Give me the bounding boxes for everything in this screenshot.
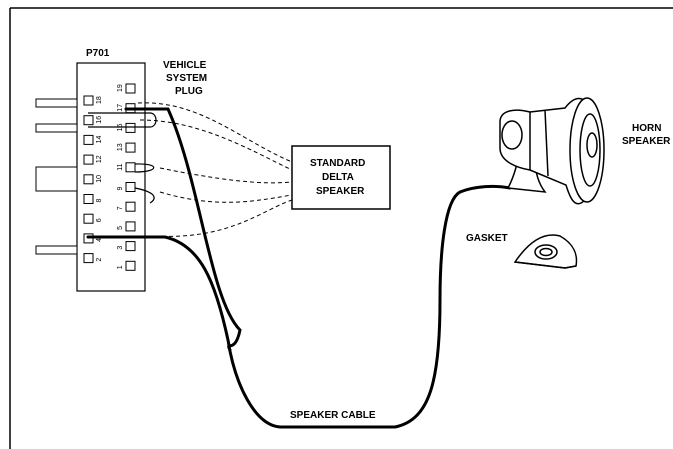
pin-4-label: 4	[96, 238, 103, 242]
svg-text:VEHICLE: VEHICLE	[163, 60, 207, 71]
pin-8-label: 8	[96, 199, 103, 203]
pin-2-label: 2	[96, 258, 103, 262]
connector-title: P701	[86, 48, 110, 59]
pin-11-label: 11	[117, 163, 124, 170]
pin-8-square	[83, 194, 94, 204]
pin-14-label: 14	[96, 136, 103, 144]
pin-10-label: 10	[96, 175, 103, 183]
svg-text:SPEAKER: SPEAKER	[622, 136, 671, 147]
pin-11-square	[125, 162, 136, 173]
pin-5-square	[125, 221, 136, 232]
pin-9-square	[125, 182, 136, 192]
pin-16-square	[83, 115, 94, 126]
pin-19-square	[125, 83, 136, 94]
speaker-cable	[86, 107, 512, 429]
pin-1-label: 1	[117, 265, 124, 269]
pin-5-label: 5	[117, 226, 124, 230]
svg-text:SYSTEM: SYSTEM	[166, 73, 207, 84]
pin-9-label: 9	[117, 187, 124, 191]
pin-19-label: 19	[117, 84, 124, 92]
pin-10-square	[83, 174, 94, 185]
gasket-label: GASKET	[466, 233, 508, 244]
pin-12-square	[83, 154, 94, 165]
svg-text:DELTA: DELTA	[322, 172, 354, 183]
pin-15-square	[125, 122, 136, 133]
horn-speaker	[499, 97, 605, 205]
pin-13-label: 13	[117, 143, 124, 151]
pin-1-square	[125, 260, 136, 271]
svg-text:SPEAKER: SPEAKER	[316, 186, 365, 197]
connector-stubs	[35, 98, 78, 255]
svg-text:HORN: HORN	[632, 123, 661, 134]
vehicle-system-plug-label: VEHICLE SYSTEM PLUG	[163, 60, 207, 97]
pin-17-label: 17	[117, 104, 124, 112]
pin-2-square	[83, 253, 94, 264]
pin-6-square	[83, 213, 94, 224]
jumper-wires	[88, 112, 157, 204]
pin-7-label: 7	[117, 206, 124, 210]
horn-speaker-label: HORN SPEAKER	[622, 123, 671, 147]
speaker-cable-label: SPEAKER CABLE	[290, 410, 376, 421]
pin-12-label: 12	[96, 155, 103, 163]
pin-7-square	[125, 201, 136, 212]
pin-3-square	[125, 241, 136, 252]
standard-delta-speaker-box	[291, 145, 391, 210]
svg-text:PLUG: PLUG	[175, 86, 203, 97]
svg-text:STANDARD: STANDARD	[310, 158, 365, 169]
standard-delta-speaker-label: STANDARD DELTA SPEAKER	[310, 158, 365, 197]
pin-3-label: 3	[117, 246, 124, 250]
pin-6-label: 6	[96, 218, 103, 222]
pin-18-square	[83, 95, 94, 106]
pin-14-square	[83, 134, 94, 145]
pin-13-square	[125, 142, 136, 153]
gasket	[513, 234, 578, 269]
pin-16-label: 16	[96, 116, 103, 124]
pin-18-label: 18	[96, 96, 103, 104]
dashed-leads	[137, 102, 293, 237]
